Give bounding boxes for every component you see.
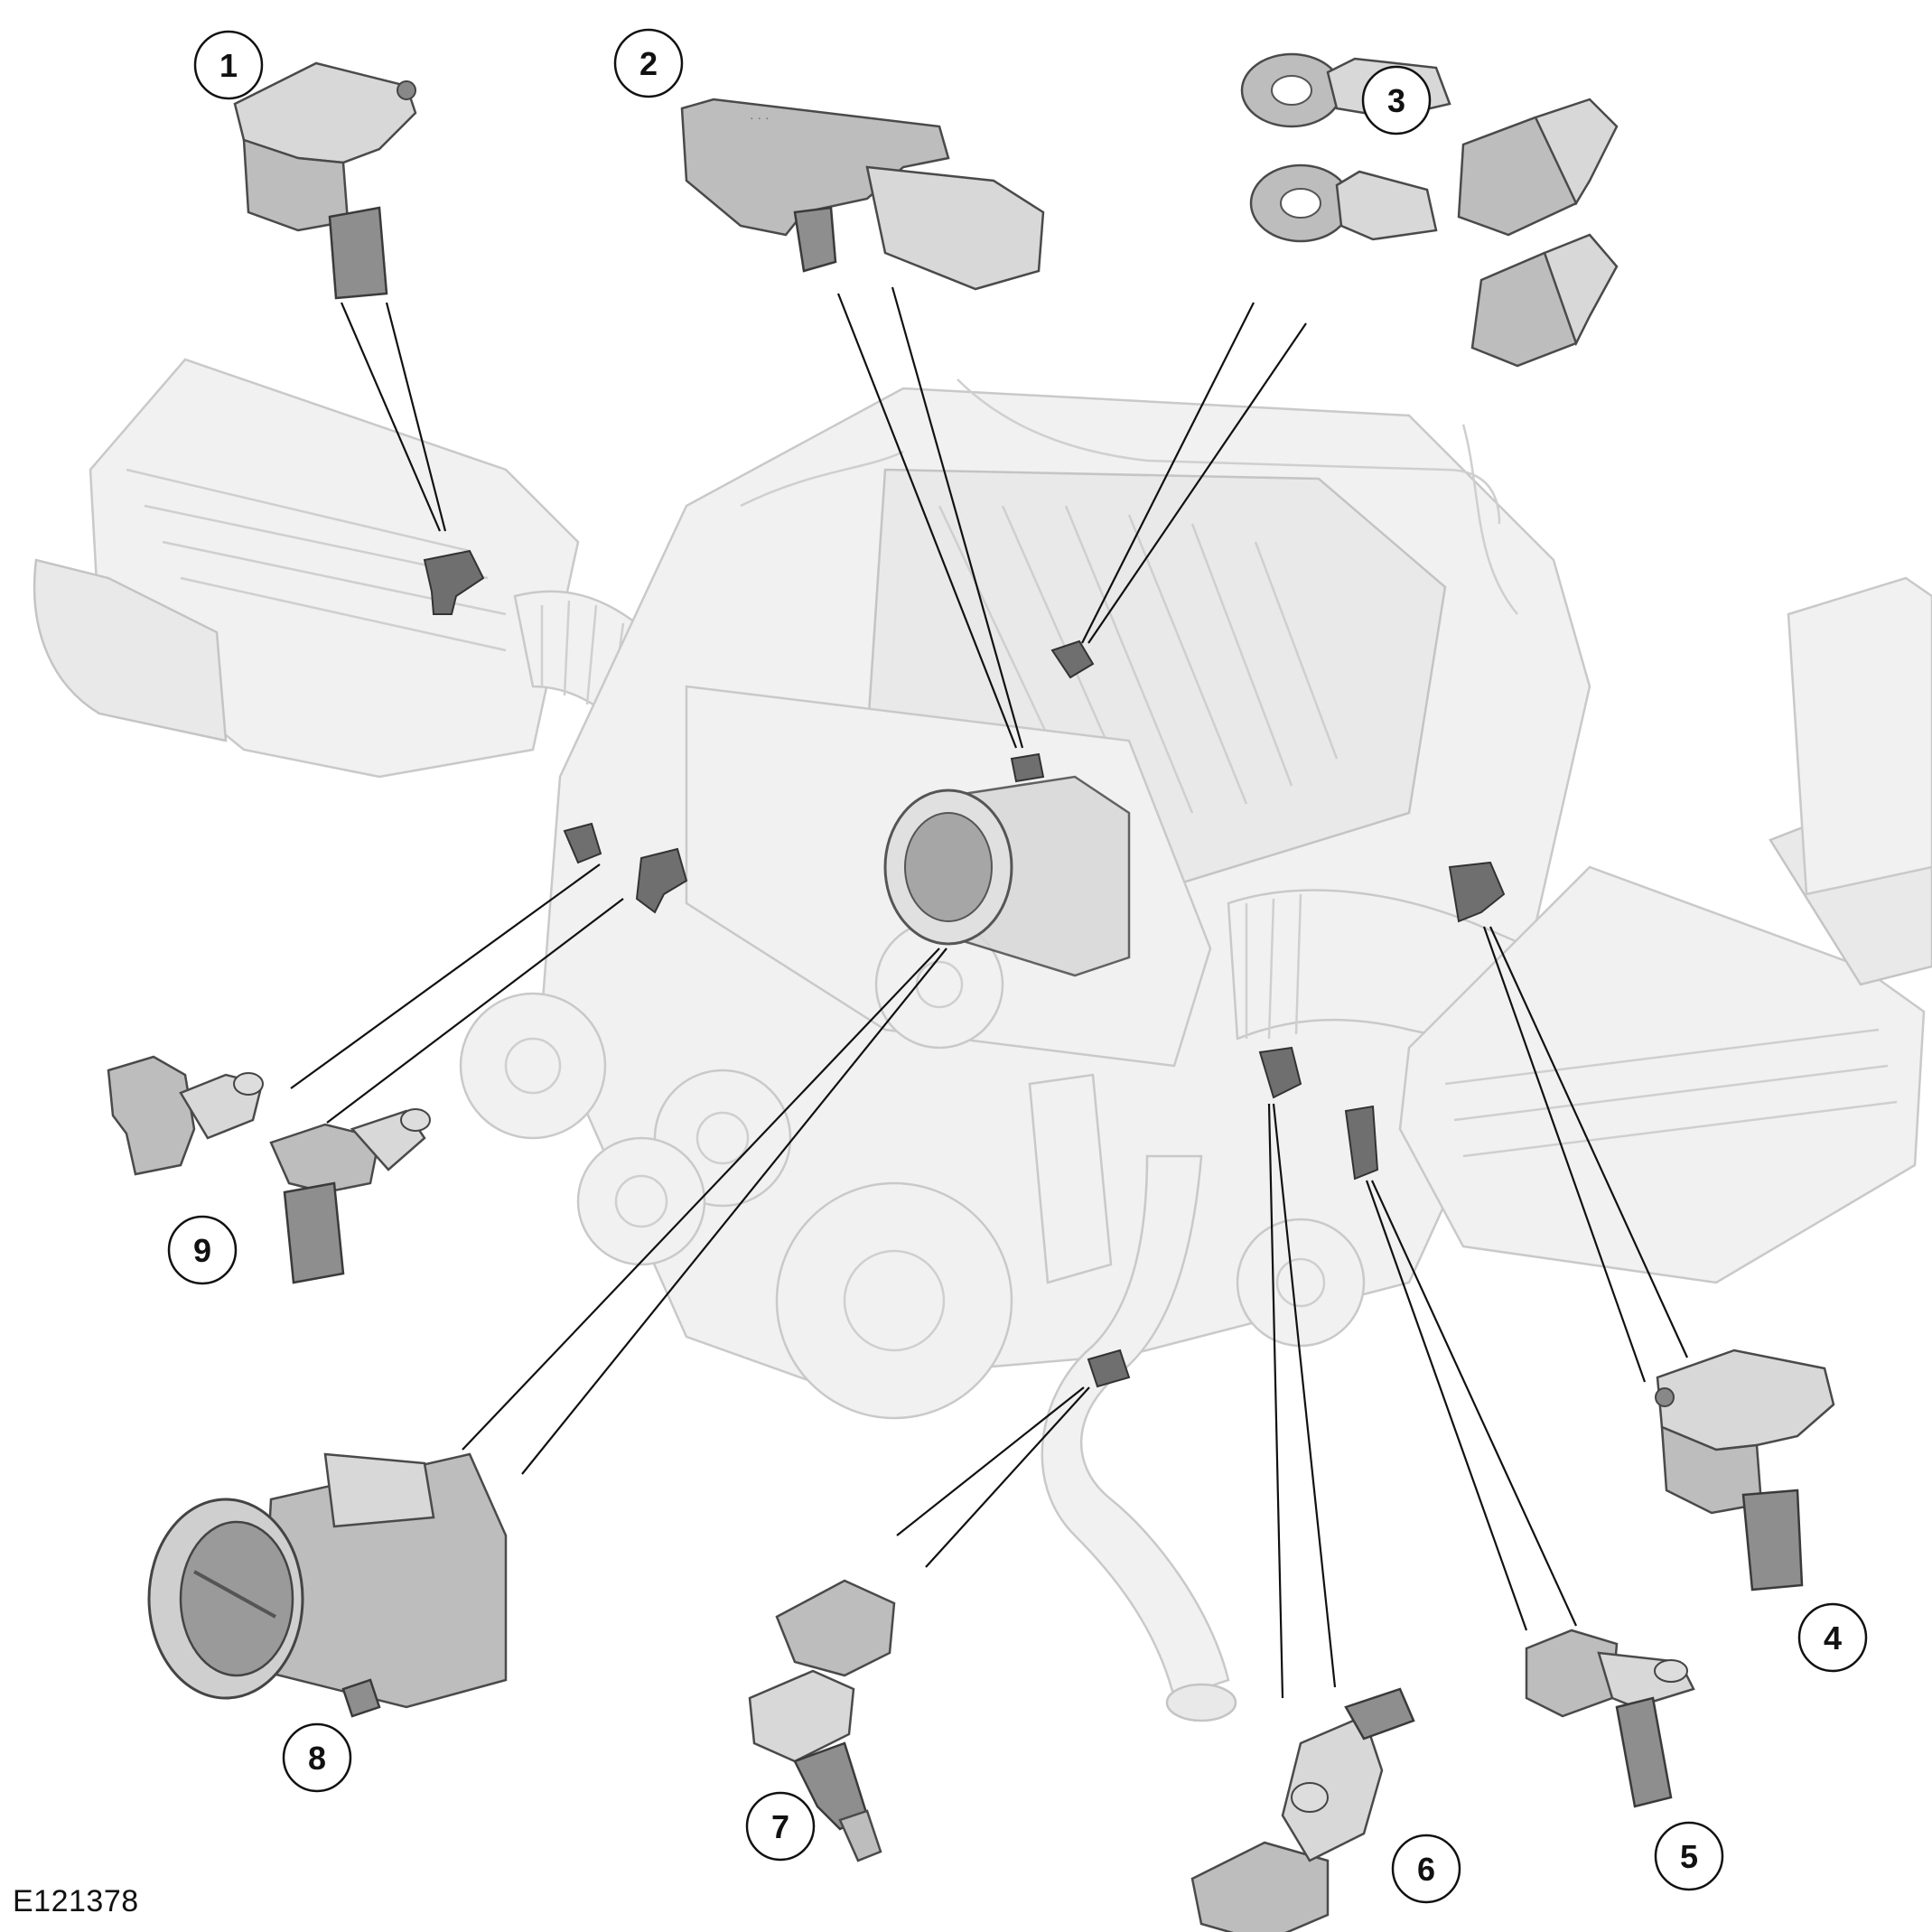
installed-maf-sensor-left [423,549,485,615]
component-1-mass-air-flow-sensor [233,61,417,300]
leader-lines [290,286,1689,1699]
knock-sensor-d [1470,233,1619,368]
installed-maf-sensor-right [1448,861,1506,923]
part-marking: · · · [750,110,770,125]
callout-2: 2 [613,28,684,98]
pulley-left-upper [459,992,607,1140]
installed-throttle-body [883,775,1131,977]
callout-number: 8 [308,1740,326,1777]
callout-number: 1 [219,47,238,84]
alternator [576,1136,706,1266]
knock-sensor-c [1457,98,1619,237]
callout-number: 9 [193,1232,211,1269]
left-air-inlet [33,558,228,742]
knock-sensor-b [1249,163,1438,243]
component-3-knock-sensors [1240,52,1619,368]
callout-number: 2 [639,45,658,82]
component-2-manifold-pressure-sensor: · · · [680,98,1045,291]
installed-cam-sensor-right-a [1258,1046,1302,1099]
callout-number: 6 [1417,1851,1435,1888]
crankshaft-pulley [775,1181,1013,1420]
component-4-mass-air-flow-sensor [1655,1349,1835,1591]
component-9-camshaft-position-sensors [107,1055,431,1284]
callout-number: 7 [771,1808,789,1845]
figure-id: E121378 [13,1884,139,1918]
installed-map-sensor [1010,752,1045,783]
callout-number: 4 [1824,1619,1842,1657]
installed-sensor-markers [423,549,1506,1388]
callout-9: 9 [167,1215,238,1285]
callout-8: 8 [282,1722,352,1793]
component-7-coolant-temperature-sensor [748,1579,896,1862]
callout-1: 1 [193,30,264,100]
engine-control-module [1787,576,1932,896]
top-coolant-pipe [957,378,1501,525]
component-5-camshaft-position-sensor [1525,1629,1695,1808]
installed-cam-sensor-left-b [635,847,688,914]
callout-7: 7 [745,1791,816,1862]
callout-5: 5 [1654,1821,1724,1891]
right-air-filter-box [1398,865,1926,1284]
callout-number: 5 [1680,1838,1698,1875]
callout-4: 4 [1797,1602,1868,1673]
idler-bracket [1028,1073,1113,1284]
installed-knock-sensor [1050,639,1095,679]
component-6-camshaft-position-sensor [1190,1687,1415,1932]
callout-number: 3 [1387,82,1405,119]
installed-cam-sensor-right-b [1344,1105,1379,1181]
callouts: 1 2 3 4 5 6 7 8 [167,28,1868,1904]
component-8-electronic-throttle-body [147,1452,508,1718]
pulley-right [1236,1218,1366,1348]
installed-cam-sensor-left-a [563,822,602,864]
callout-3: 3 [1361,65,1432,135]
installed-crank-sensor [1087,1349,1131,1388]
callout-6: 6 [1391,1834,1461,1904]
